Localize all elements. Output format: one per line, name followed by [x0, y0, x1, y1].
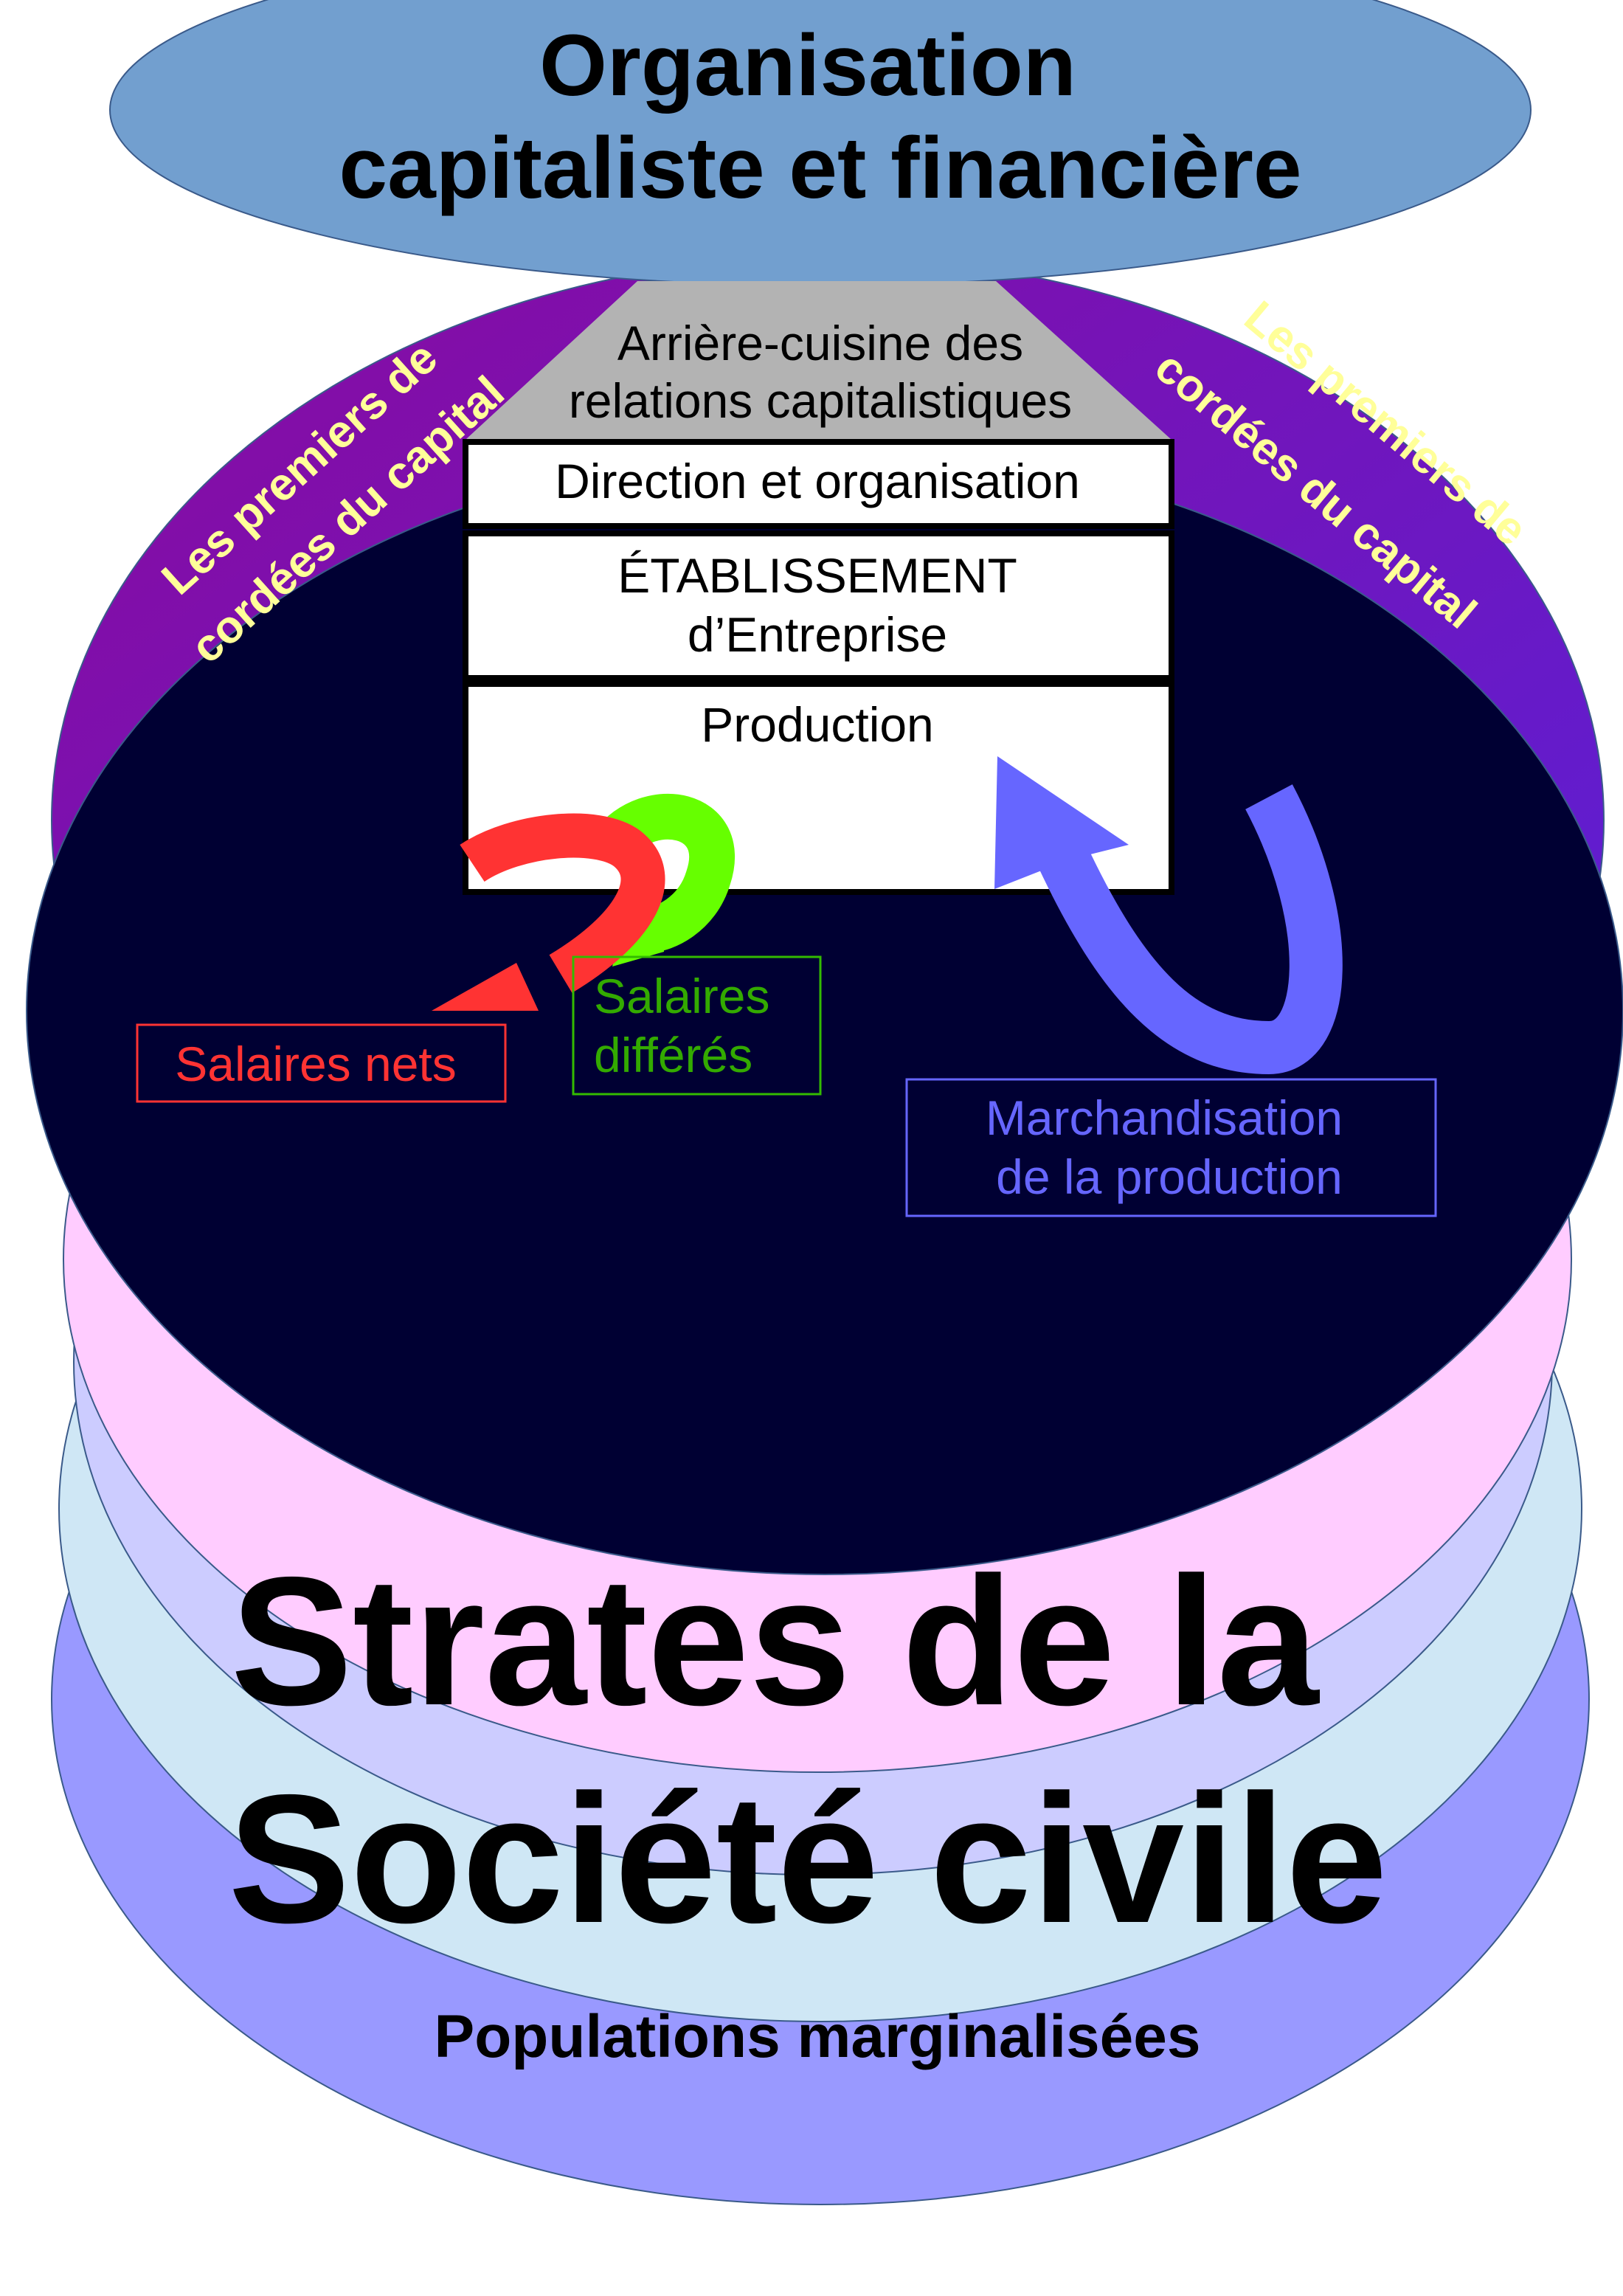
commodification-line1: Marchandisation [986, 1090, 1343, 1145]
establishment-line2: d’Entreprise [688, 607, 947, 662]
title-line2: capitaliste et financière [339, 120, 1301, 217]
civil-society-line1: Strates de la [231, 1538, 1321, 1743]
direction-box [463, 439, 1174, 529]
establishment-box [463, 530, 1174, 681]
commodification-line2: de la production [996, 1149, 1343, 1204]
deferred-wages-line2: différés [594, 1028, 752, 1082]
backroom-trapezoid [466, 281, 1172, 440]
civil-society-line2: Société civile [228, 1756, 1388, 1961]
production-label: Production [701, 697, 934, 752]
deferred-wages-line1: Salaires [594, 969, 769, 1023]
direction-label: Direction et organisation [555, 454, 1080, 508]
marginalized-label: Populations marginalisées [435, 2003, 1201, 2070]
establishment-line1: ÉTABLISSEMENT [617, 548, 1017, 603]
backroom-line1: Arrière-cuisine des [617, 316, 1023, 370]
deferred-wages-box [572, 955, 822, 1096]
net-wages-label: Salaires nets [175, 1037, 457, 1091]
net-wages-arrow [432, 813, 665, 1011]
title-line1: Organisation [539, 17, 1076, 114]
commodification-box [905, 1078, 1437, 1217]
commodification-arrow [994, 756, 1343, 1075]
net-wages-box [136, 1023, 507, 1103]
backroom-line2: relations capitalistiques [569, 373, 1072, 428]
